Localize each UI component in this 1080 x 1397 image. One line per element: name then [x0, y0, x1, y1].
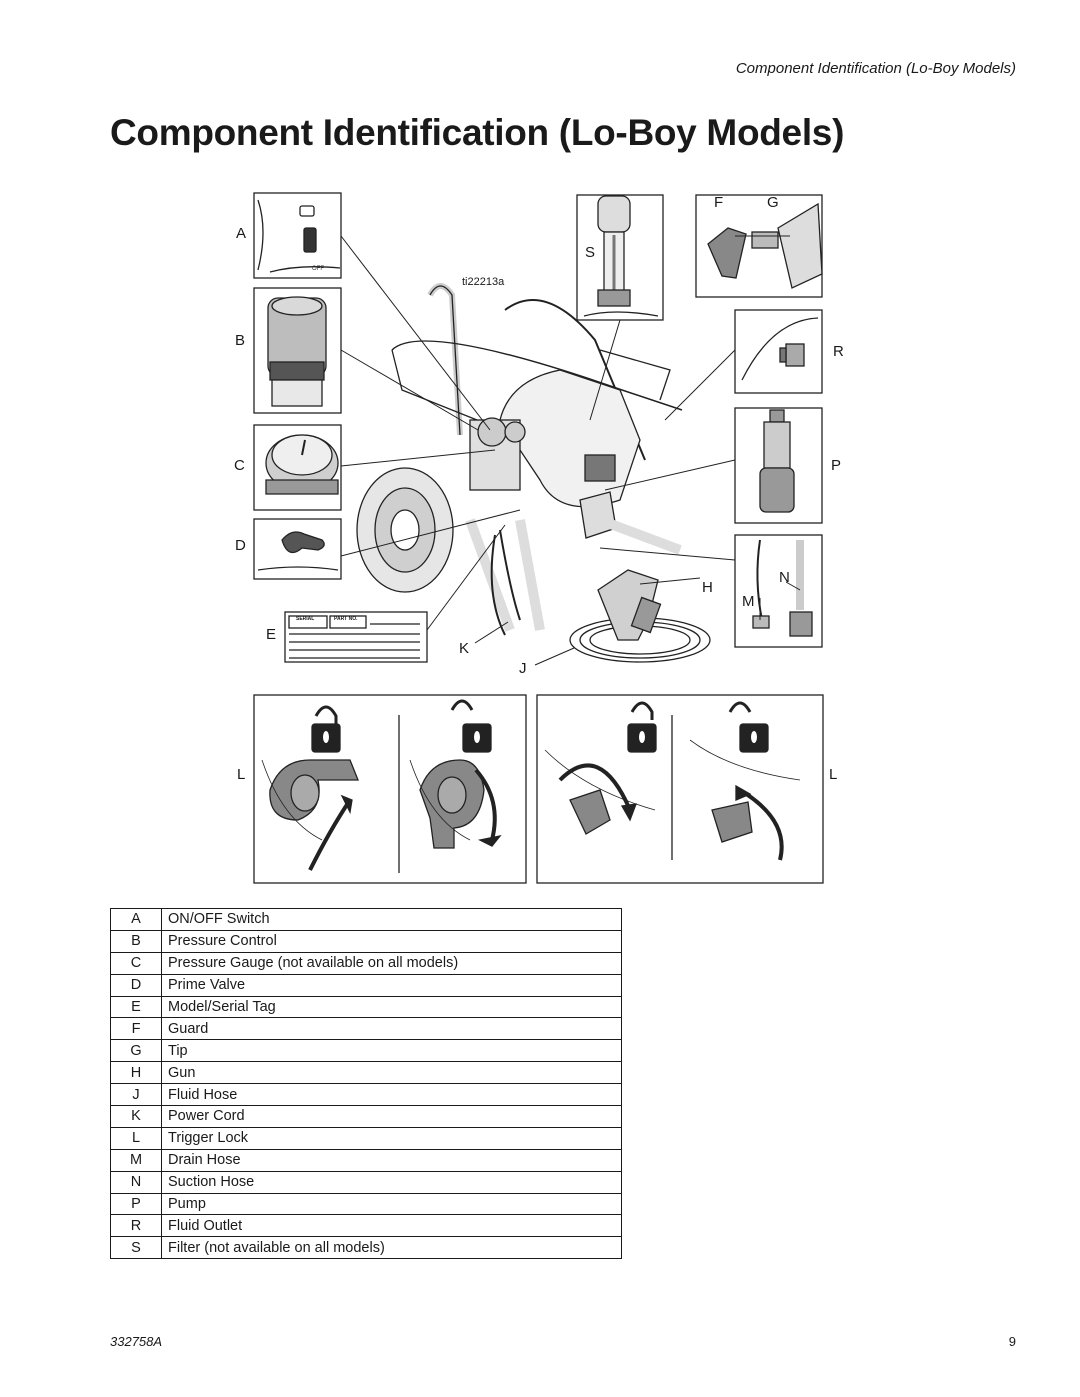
legend-label: Drain Hose: [161, 1148, 622, 1172]
legend-key: K: [110, 1105, 162, 1128]
callout-a: A: [236, 225, 247, 242]
callout-s: S: [585, 244, 596, 261]
legend-label: Pressure Gauge (not available on all mod…: [161, 951, 622, 975]
legend-key: G: [110, 1039, 162, 1063]
callout-h: H: [702, 579, 713, 596]
legend-label: Power Cord: [161, 1105, 622, 1128]
callout-l-right: L: [829, 766, 838, 783]
callout-b: B: [235, 332, 246, 349]
legend-label: Pump: [161, 1192, 622, 1216]
callout-g: G: [767, 194, 779, 211]
serial-label: SERIAL: [296, 616, 315, 622]
inset-s-filter: [576, 194, 664, 321]
inset-e-serial-tag: [284, 611, 428, 663]
legend-label: Gun: [161, 1061, 622, 1085]
document-number: 332758A: [110, 1334, 163, 1349]
legend-key: B: [110, 929, 162, 953]
legend-key: L: [110, 1126, 162, 1150]
running-header: Component Identification (Lo-Boy Models): [735, 60, 1016, 77]
inset-d-prime-valve: [253, 518, 342, 580]
page-title: Component Identification (Lo-Boy Models): [110, 112, 845, 153]
fluid-hose-coil: [569, 569, 711, 663]
callout-d: D: [235, 537, 246, 554]
sprayer-legs: [465, 515, 682, 636]
figure-code: ti22213a: [462, 276, 505, 288]
legend-key: C: [110, 951, 162, 975]
inset-p-pump: [734, 407, 823, 524]
trigger-lock-panel-left: [253, 694, 527, 884]
callout-c: C: [234, 457, 245, 474]
inset-a-onoff-switch: OFF: [253, 192, 342, 279]
sprayer-wheel: [356, 467, 454, 593]
sprayer-illustration: OFF: [253, 192, 824, 884]
svg-text:OFF: OFF: [312, 266, 324, 272]
legend-label: Pressure Control: [161, 929, 622, 953]
legend-key: J: [110, 1083, 162, 1107]
legend-label: Model/Serial Tag: [161, 995, 622, 1019]
legend-label: Fluid Outlet: [161, 1214, 622, 1238]
legend-key: P: [110, 1192, 162, 1216]
callout-p: P: [831, 457, 842, 474]
inset-r-fluid-outlet: [734, 309, 823, 394]
leader-lines: [340, 235, 801, 666]
legend-key: M: [110, 1148, 162, 1172]
inset-b-pressure-control: [253, 287, 342, 414]
trigger-lock-panel-right: [536, 694, 824, 884]
callout-m: M: [742, 593, 755, 610]
legend-key: A: [110, 908, 162, 931]
callout-r: R: [833, 343, 844, 360]
inset-c-pressure-gauge: [253, 424, 342, 511]
callout-j: J: [519, 660, 527, 677]
inset-fg-guard-tip: [695, 194, 823, 298]
legend-key: D: [110, 973, 162, 997]
callout-e: E: [266, 626, 277, 643]
callout-n: N: [779, 569, 790, 586]
callout-k: K: [459, 640, 470, 657]
legend-label: ON/OFF Switch: [161, 908, 622, 931]
component-figure: OFF: [234, 192, 844, 884]
legend-key: H: [110, 1061, 162, 1085]
legend-label: Tip: [161, 1039, 622, 1063]
part-number-label: PART NO.: [334, 616, 358, 622]
legend-label: Fluid Hose: [161, 1083, 622, 1107]
legend-label: Prime Valve: [161, 973, 622, 997]
inset-mn-hoses: [734, 534, 823, 648]
legend-key: N: [110, 1170, 162, 1194]
callout-l-left: L: [237, 766, 246, 783]
legend-key: S: [110, 1236, 162, 1260]
legend-label: Suction Hose: [161, 1170, 622, 1194]
legend-label: Guard: [161, 1017, 622, 1041]
legend-key: F: [110, 1017, 162, 1041]
legend-label: Trigger Lock: [161, 1126, 622, 1150]
page-number: 9: [1008, 1334, 1016, 1349]
legend-key: R: [110, 1214, 162, 1238]
legend-key: E: [110, 995, 162, 1019]
legend-label: Filter (not available on all models): [161, 1236, 622, 1260]
callout-f: F: [714, 194, 724, 211]
